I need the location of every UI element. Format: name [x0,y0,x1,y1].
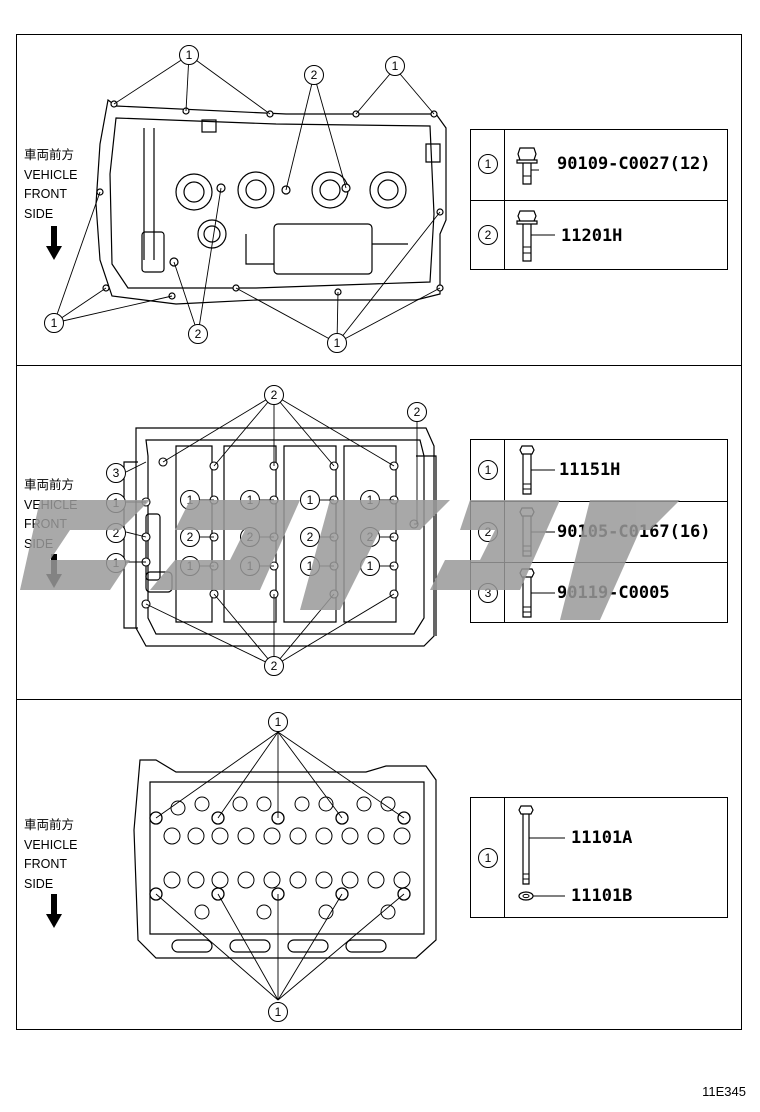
legend-row: 1 11101A 11101B [471,798,727,917]
down-arrow-icon [46,226,62,260]
legend-num-column [471,130,505,269]
part-number: 11151H [559,460,621,480]
part-number: 90119-C0005 [557,583,670,603]
legend-row: 1 11151H [471,440,727,501]
legend-table: 1 11151H 2 90105-C0167(16) 3 90119-C0005 [470,439,728,623]
legend-num: 1 [478,848,498,868]
legend-num: 3 [478,583,498,603]
legend-num: 1 [478,154,498,174]
direction-line2: FRONT [24,187,68,201]
callout-3: 3 [106,463,126,483]
figure-frame [16,34,742,1030]
callout-1: 1 [385,56,405,76]
legend-row: 2 11201H [471,200,727,271]
panel-divider [16,365,742,366]
callout-1: 1 [268,1002,288,1022]
part-number: 90109-C0027(12) [557,154,711,174]
callout-2: 2 [407,402,427,422]
bolt-icon [519,445,555,495]
legend-table: 1 11101A 11101B [470,797,728,918]
legend-num: 2 [478,225,498,245]
direction-jp: 車両前方 [24,478,75,492]
direction-line3: SIDE [24,206,54,221]
callout-2: 2 [180,527,200,547]
callout-2: 2 [304,65,324,85]
callout-1: 1 [106,553,126,573]
callout-1: 1 [180,490,200,510]
down-arrow-icon [46,894,62,928]
legend-row: 1 90109-C0027(12) [471,130,727,200]
direction-line3: SIDE [24,876,54,891]
legend-num: 1 [478,460,498,480]
callout-1: 1 [179,45,199,65]
callout-1: 1 [240,490,260,510]
callout-2: 2 [264,385,284,405]
head-bolt-icon [518,805,565,901]
part-number: 11101A [571,828,633,848]
direction-line1: VEHICLE [24,837,78,852]
callout-1: 1 [300,556,320,576]
callout-2: 2 [240,527,260,547]
callout-2: 2 [106,523,126,543]
direction-line1: VEHICLE [24,167,78,182]
legend-table: 1 90109-C0027(12) 2 11201H [470,129,728,270]
panel-camshaft-housing: 車両前方 VEHICLE FRONT SIDE [16,366,742,699]
bolt-icon [519,507,555,557]
vehicle-front-label: 車両前方 VEHICLE FRONT SIDE [24,146,78,260]
direction-jp: 車両前方 [24,148,75,162]
callout-1: 1 [44,313,64,333]
callout-2: 2 [188,324,208,344]
legend-num: 2 [478,522,498,542]
callout-1: 1 [180,556,200,576]
direction-line2: FRONT [24,857,68,871]
callout-1: 1 [300,490,320,510]
vehicle-front-label: 車両前方 VEHICLE FRONT SIDE [24,816,78,928]
legend-row: 2 90105-C0167(16) [471,501,727,563]
figure-code: 11E345 [702,1084,746,1099]
panel-divider [16,699,742,700]
panel-cylinder-head: 車両前方 VEHICLE FRONT SIDE [16,700,742,1030]
callout-1: 1 [268,712,288,732]
callout-2: 2 [360,527,380,547]
callout-1: 1 [240,556,260,576]
legend-row: 3 90119-C0005 [471,562,727,624]
panel-head-cover: 車両前方 VEHICLE FRONT SIDE [16,34,742,365]
callout-1: 1 [327,333,347,353]
cylinder-head-drawing [133,731,437,1001]
part-number: 11101B [571,886,633,906]
callout-2: 2 [264,656,284,676]
callout-2: 2 [300,527,320,547]
part-number: 90105-C0167(16) [557,522,711,542]
part-number: 11201H [561,226,623,246]
bolt-icon [519,568,555,618]
stud-bolt-icon [516,210,555,262]
direction-jp: 車両前方 [24,818,75,832]
flange-bolt-icon [516,147,539,185]
legend-num-column [471,798,505,917]
callout-1: 1 [106,493,126,513]
callout-1: 1 [360,556,380,576]
callout-1: 1 [360,490,380,510]
